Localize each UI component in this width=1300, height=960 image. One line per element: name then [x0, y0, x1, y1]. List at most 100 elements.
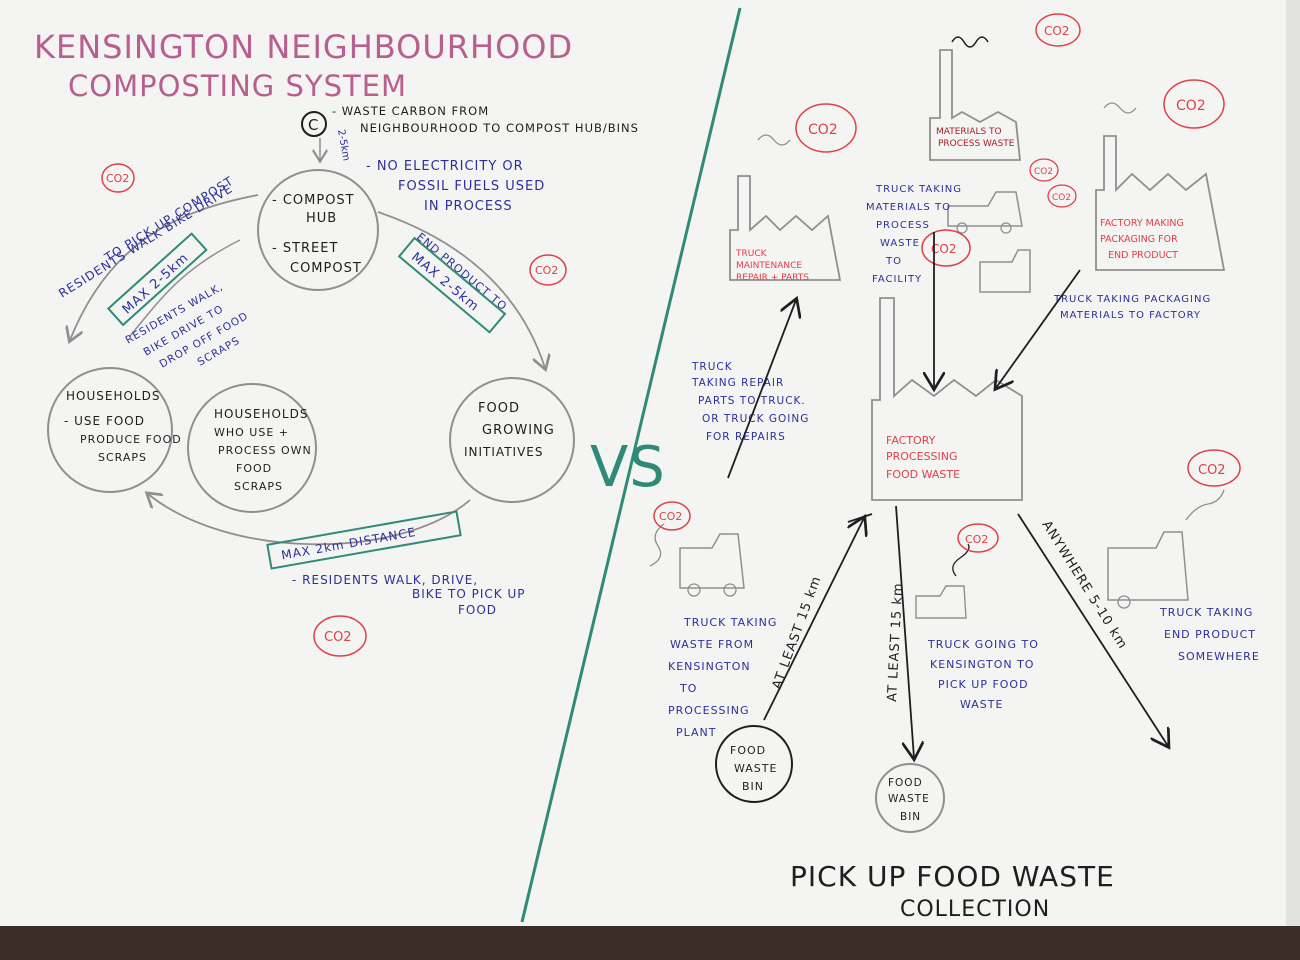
- households-line-2: - USE FOOD: [64, 414, 145, 428]
- kens-truck-line-6: PLANT: [676, 726, 717, 739]
- cycle-arrow-drop-off: [129, 239, 241, 337]
- packaging-arrow: [996, 269, 1081, 388]
- repair-arrow: [727, 300, 796, 479]
- co2-bubble-right-7: [653, 501, 691, 531]
- households-own-line-4: FOOD: [236, 462, 272, 475]
- kens-truck-line-5: PROCESSING: [668, 704, 750, 717]
- kens-truck-line-1: TRUCK TAKING: [683, 616, 777, 629]
- going-line-1: TRUCK GOING TO: [927, 638, 1039, 651]
- maint-line-3: REPAIR + PARTS: [736, 273, 809, 283]
- households-circle: [47, 367, 173, 493]
- households-line-1: HOUSEHOLDS: [66, 389, 160, 403]
- pick-up-line-1: - RESIDENTS WALK, DRIVE,: [292, 573, 478, 587]
- food-line-3: INITIATIVES: [464, 445, 543, 459]
- hub-line-1: - COMPOST: [272, 193, 355, 208]
- paper-sheet: [0, 0, 1300, 926]
- truck-icon: [915, 585, 967, 619]
- co2-label-right-1: CO2: [1044, 24, 1069, 38]
- materials-factory-icon: [929, 49, 1021, 161]
- wheel-icon: [1117, 595, 1131, 609]
- materials-line-2: PROCESS WASTE: [938, 139, 1015, 149]
- smoke-icon: [757, 134, 791, 146]
- food-growing-circle: [449, 377, 575, 503]
- co2-label-right-9: CO2: [1198, 463, 1226, 478]
- bin1-to-factory-arrow: [763, 518, 864, 721]
- pack-line-3: END PRODUCT: [1108, 250, 1178, 261]
- co2-label-right-6: CO2: [931, 242, 956, 256]
- footer-line-1: PICK UP FOOD WASTE: [790, 860, 1115, 893]
- repair-line-3: PARTS TO TRUCK.: [698, 395, 806, 407]
- end-truck-line-1: TRUCK TAKING: [1159, 606, 1253, 619]
- truck-materials-line-4: WASTE: [880, 238, 920, 249]
- bin2-line-2: WASTE: [888, 793, 930, 805]
- co2-label-right-4: CO2: [1034, 167, 1053, 177]
- factory-to-somewhere-arrow: [1017, 513, 1168, 746]
- food-waste-bin-1: [715, 725, 793, 803]
- hub-line-4: COMPOST: [290, 261, 362, 276]
- smoke-icon: [952, 543, 970, 577]
- co2-bubble-left-1: [101, 163, 135, 193]
- cycle-arrow-hub-to-households: [70, 194, 259, 340]
- factory-line-3: FOOD WASTE: [886, 468, 960, 481]
- truck-icon: [679, 533, 745, 589]
- households-own-line-2: WHO USE +: [214, 426, 289, 439]
- going-line-3: PICK UP FOOD: [938, 678, 1029, 691]
- co2-label-left-3: CO2: [324, 630, 352, 645]
- cycle-arrow-food-to-households: [148, 494, 471, 546]
- going-line-2: KENSINGTON TO: [930, 658, 1034, 671]
- co2-label-right-2: CO2: [808, 122, 838, 138]
- co2-bubble-right-9: [1187, 449, 1241, 487]
- materials-line-1: MATERIALS TO: [936, 127, 1002, 137]
- households-own-circle: [187, 383, 317, 513]
- bin1-line-3: BIN: [742, 780, 764, 793]
- kens-truck-line-4: TO: [679, 682, 697, 695]
- hub-line-2: HUB: [306, 211, 337, 226]
- co2-bubble-left-3: [313, 615, 367, 657]
- end-truck-line-2: END PRODUCT: [1164, 628, 1256, 641]
- wheel-icon: [723, 583, 737, 597]
- factory-line-1: FACTORY: [886, 434, 936, 447]
- wheel-icon: [687, 583, 701, 597]
- packaging-factory-icon: [1095, 135, 1226, 271]
- maintenance-factory-icon: [729, 175, 842, 281]
- food-waste-bin-2: [875, 763, 945, 833]
- truck-materials-line-6: FACILITY: [872, 274, 922, 285]
- households-line-3: PRODUCE FOOD: [80, 433, 182, 446]
- title-line-1: KENSINGTON NEIGHBOURHOOD: [34, 28, 573, 66]
- processing-factory-icon: [871, 297, 1023, 501]
- pack-truck-line-1: TRUCK TAKING PACKAGING: [1053, 294, 1211, 305]
- footer-line-2: COLLECTION: [900, 897, 1050, 922]
- truck-materials-line-2: MATERIALS TO: [866, 202, 951, 213]
- households-own-line-1: HOUSEHOLDS: [214, 407, 308, 421]
- end-truck-line-3: SOMEWHERE: [1178, 650, 1260, 663]
- max-right-box: [397, 236, 507, 334]
- co2-label-left-1: CO2: [106, 172, 129, 185]
- repair-line-1: TRUCK: [691, 361, 733, 373]
- wheel-icon: [956, 222, 968, 234]
- compost-hub-circle: [257, 169, 379, 291]
- repair-line-4: OR TRUCK GOING: [702, 413, 809, 425]
- truck-icon: [979, 249, 1031, 293]
- co2-bubble-right-8: [957, 523, 999, 553]
- households-own-line-3: PROCESS OWN: [218, 444, 312, 457]
- wheel-icon: [1000, 222, 1012, 234]
- bin1-line-1: FOOD: [730, 744, 766, 757]
- max-left-box: [106, 232, 208, 327]
- co2-bubble-left-2: [529, 254, 567, 286]
- divider-line: [520, 7, 742, 923]
- co2-bubble-right-2: [795, 103, 857, 153]
- co2-bubble-right-4: [1029, 158, 1059, 182]
- co2-bubble-right-5: [1047, 184, 1077, 208]
- co2-label-right-7: CO2: [659, 510, 682, 523]
- carbon-symbol-circle: [301, 111, 327, 137]
- going-line-4: WASTE: [960, 698, 1003, 711]
- bin2-line-1: FOOD: [888, 777, 923, 789]
- distance-label-2: AT LEAST 15 km: [885, 582, 906, 702]
- smoke-icon: [649, 523, 665, 567]
- no-fossil-line-3: IN PROCESS: [424, 199, 513, 214]
- no-fossil-line-2: FOSSIL FUELS USED: [398, 179, 545, 194]
- pack-line-1: FACTORY MAKING: [1100, 218, 1184, 229]
- maint-line-2: MAINTENANCE: [736, 261, 802, 271]
- food-line-1: FOOD: [478, 401, 520, 416]
